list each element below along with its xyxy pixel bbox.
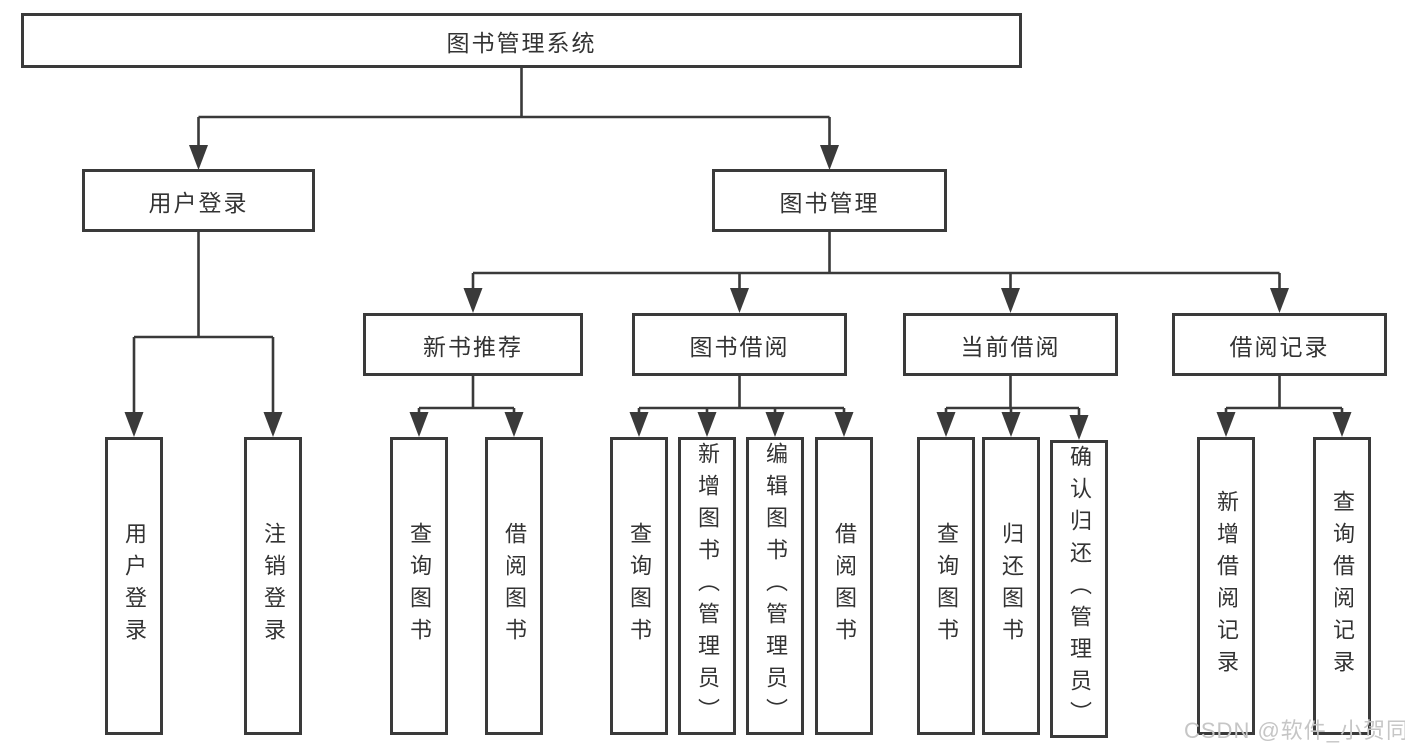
- node-leaf-confirm-return-admin: 确认归还（管理员）: [1050, 440, 1108, 738]
- node-leaf-add-borrow-record: 新增借阅记录: [1197, 437, 1255, 735]
- node-leaf-query-books-current: 查询图书: [917, 437, 975, 735]
- node-label: 借阅记录: [1229, 333, 1330, 360]
- node-label: 用户登录: [148, 189, 249, 216]
- node-leaf-borrow-books-recommend: 借阅图书: [485, 437, 543, 735]
- node-user-login: 用户登录: [82, 169, 315, 232]
- node-leaf-add-book-admin: 新增图书（管理员）: [678, 437, 736, 735]
- node-leaf-logout: 注销登录: [244, 437, 302, 735]
- node-leaf-edit-book-admin: 编辑图书（管理员）: [746, 437, 804, 735]
- node-label: 图书借阅: [689, 333, 790, 360]
- node-library-management-system: 图书管理系统: [21, 13, 1022, 68]
- node-leaf-query-borrow-record: 查询借阅记录: [1313, 437, 1371, 735]
- node-leaf-borrow-books: 借阅图书: [815, 437, 873, 735]
- node-current-borrow: 当前借阅: [903, 313, 1118, 376]
- node-book-management: 图书管理: [712, 169, 947, 232]
- node-leaf-query-books-recommend: 查询图书: [390, 437, 448, 735]
- tree-edges: [132, 68, 1344, 417]
- node-leaf-query-books-borrow: 查询图书: [610, 437, 668, 735]
- node-label: 图书管理: [779, 189, 880, 216]
- node-book-borrow: 图书借阅: [632, 313, 847, 376]
- node-leaf-user-login: 用户登录: [105, 437, 163, 735]
- arrowheads: [124, 145, 1352, 440]
- node-label: 当前借阅: [960, 333, 1061, 360]
- node-leaf-return-books: 归还图书: [982, 437, 1040, 735]
- node-borrow-records: 借阅记录: [1172, 313, 1387, 376]
- node-label: 新书推荐: [423, 333, 523, 360]
- csdn-watermark: CSDN @软件_小贺同学: [1184, 718, 1405, 743]
- node-label: 图书管理系统: [446, 29, 597, 56]
- node-new-book-recommend: 新书推荐: [363, 313, 583, 376]
